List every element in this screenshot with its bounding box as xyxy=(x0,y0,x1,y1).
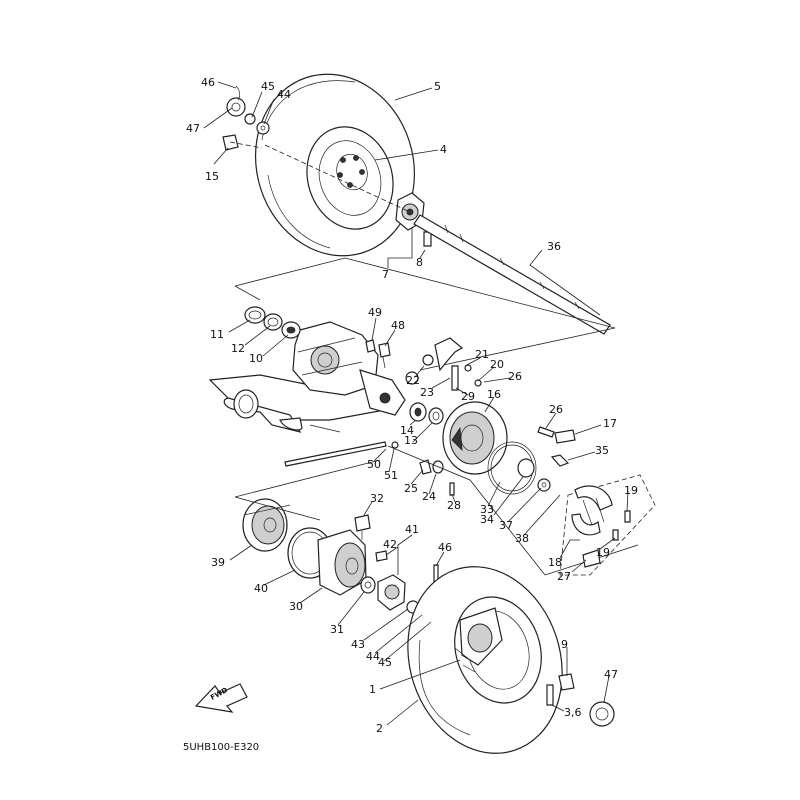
callout-18: 18 xyxy=(548,556,562,569)
forward-direction-arrow: FWD xyxy=(194,683,248,713)
callout-3-6: 3,6 xyxy=(564,706,582,719)
callout-7: 7 xyxy=(382,268,389,281)
mid-frame-top xyxy=(309,424,341,433)
lower-frame-edge xyxy=(234,496,321,521)
callout-46b: 46 xyxy=(438,541,452,554)
brake-shoe-set-box xyxy=(559,474,656,576)
callout-23: 23 xyxy=(420,386,434,399)
callout-44: 44 xyxy=(277,88,291,101)
mid-frame-diagonal xyxy=(387,445,546,576)
mid-frame-left xyxy=(234,459,381,498)
leader-lines xyxy=(203,81,629,726)
callout-48: 48 xyxy=(391,319,405,332)
callout-49: 49 xyxy=(368,306,382,319)
callout-22: 22 xyxy=(406,374,420,387)
brake-shoes xyxy=(571,485,631,568)
callout-30: 30 xyxy=(289,600,303,613)
callout-42: 42 xyxy=(383,538,397,551)
callout-26b: 26 xyxy=(549,403,563,416)
callout-5: 5 xyxy=(434,80,441,93)
lower-wheel-assembly xyxy=(407,566,615,754)
callout-33: 33 xyxy=(480,503,494,516)
callout-16: 16 xyxy=(487,388,501,401)
callout-25: 25 xyxy=(404,482,418,495)
callout-8: 8 xyxy=(416,256,423,269)
callout-11: 11 xyxy=(210,328,224,341)
callout-43: 43 xyxy=(351,638,365,651)
callout-26a: 26 xyxy=(508,370,522,383)
upper-wheel-assembly xyxy=(222,73,611,335)
callout-32: 32 xyxy=(370,492,384,505)
diagram-code-caption: 5UHB100-E320 xyxy=(183,742,259,753)
callout-14: 14 xyxy=(400,424,414,437)
brake-drum-assembly xyxy=(242,498,442,628)
callout-47: 47 xyxy=(186,122,200,135)
callout-47b: 47 xyxy=(604,668,618,681)
callout-1: 1 xyxy=(369,683,376,696)
callout-31: 31 xyxy=(330,623,344,636)
callout-27: 27 xyxy=(557,570,571,583)
callout-4: 4 xyxy=(440,143,447,156)
upper-frame-edge xyxy=(234,285,261,301)
callout-36: 36 xyxy=(547,240,561,253)
callout-2: 2 xyxy=(376,722,383,735)
callout-28: 28 xyxy=(447,499,461,512)
callout-34: 34 xyxy=(480,513,494,526)
callout-17: 17 xyxy=(603,417,617,430)
callout-46: 46 xyxy=(201,76,215,89)
upper-frame-outline xyxy=(234,257,616,371)
callout-41: 41 xyxy=(405,523,419,536)
callout-24: 24 xyxy=(422,490,436,503)
callout-37: 37 xyxy=(499,519,513,532)
callout-20: 20 xyxy=(490,358,504,371)
callout-15: 15 xyxy=(205,170,219,183)
callout-10: 10 xyxy=(249,352,263,365)
callout-labels: 46 45 44 47 15 5 4 7 8 36 11 12 10 49 48… xyxy=(186,76,638,735)
callout-39: 39 xyxy=(211,556,225,569)
callout-12: 12 xyxy=(231,342,245,355)
callout-35: 35 xyxy=(595,444,609,457)
callout-21: 21 xyxy=(475,348,489,361)
callout-44b: 44 xyxy=(366,650,380,663)
callout-19a: 19 xyxy=(624,484,638,497)
callout-38: 38 xyxy=(515,532,529,545)
callout-40: 40 xyxy=(254,582,268,595)
callout-19b: 19 xyxy=(596,546,610,559)
callout-45b: 45 xyxy=(378,656,392,669)
final-drive-assembly xyxy=(208,306,576,496)
callout-13: 13 xyxy=(404,434,418,447)
callout-51: 51 xyxy=(384,469,398,482)
callout-9: 9 xyxy=(561,638,568,651)
callout-50: 50 xyxy=(367,458,381,471)
callout-29: 29 xyxy=(461,390,475,403)
callout-45: 45 xyxy=(261,80,275,93)
